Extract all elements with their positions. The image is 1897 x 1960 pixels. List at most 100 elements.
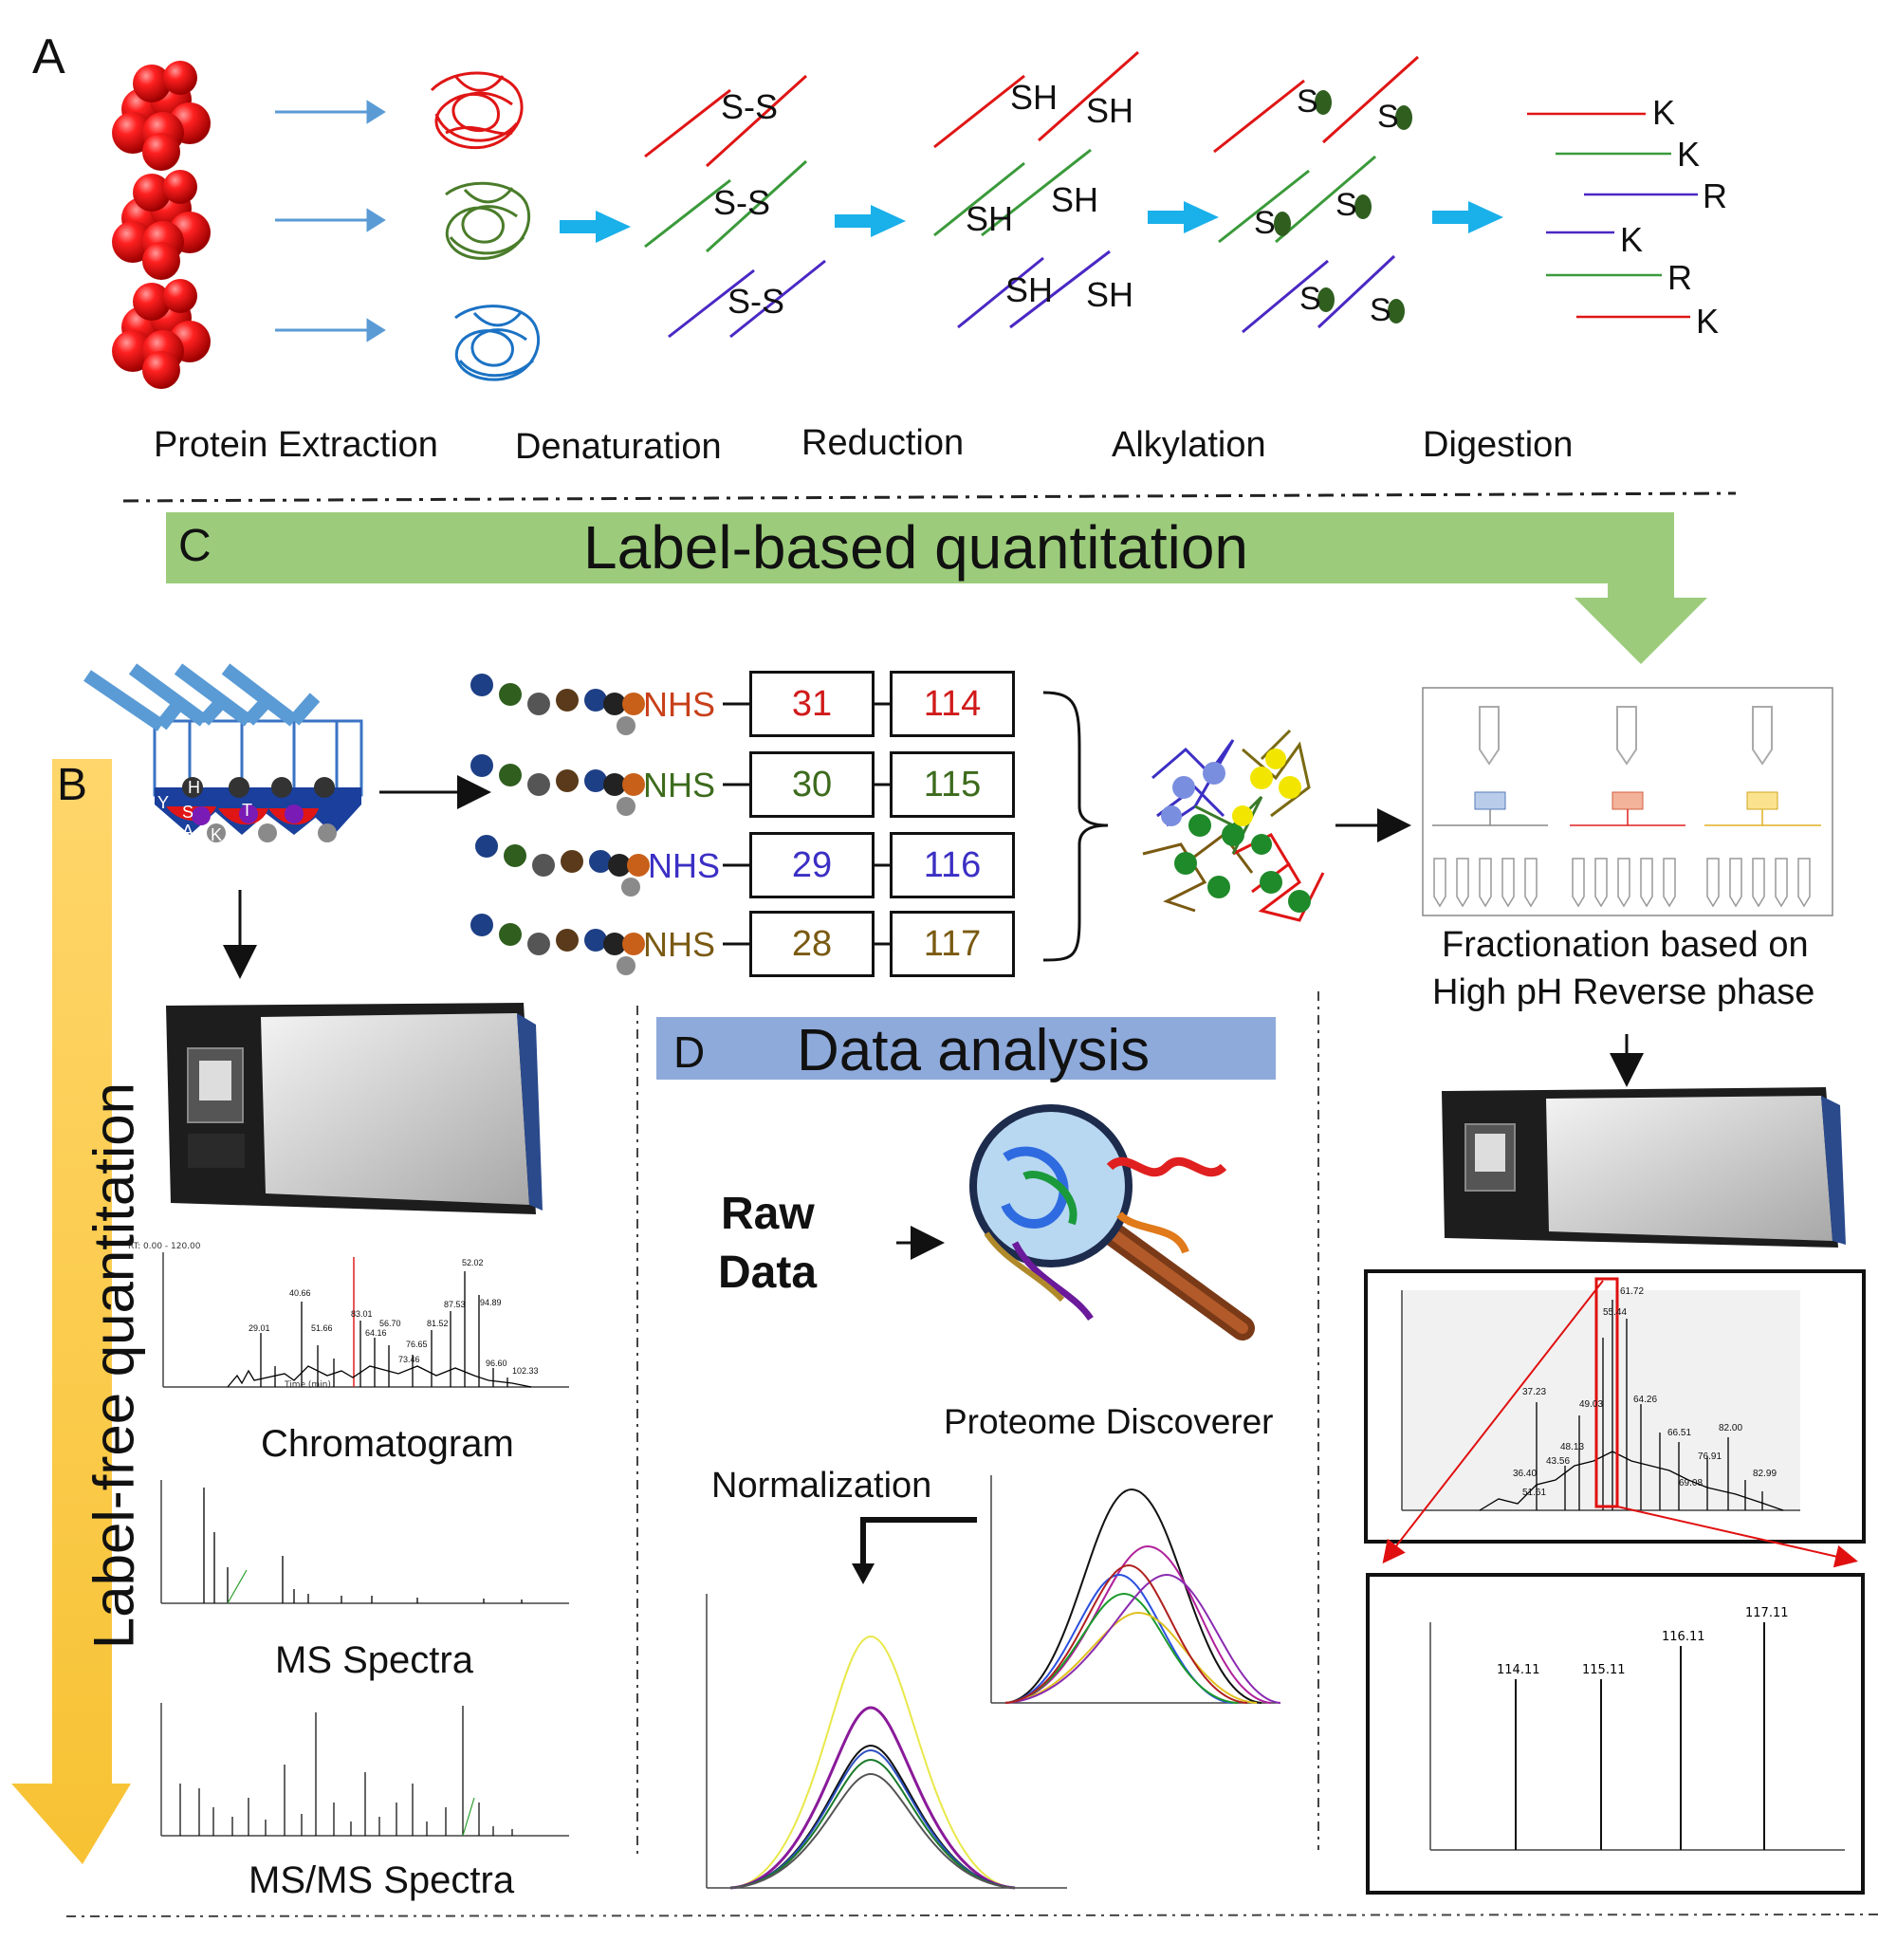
svg-text:RT: 0.00 - 120.00: RT: 0.00 - 120.00 bbox=[128, 1242, 201, 1251]
step-reduction: Reduction bbox=[801, 423, 965, 463]
alkyl-s-4: S bbox=[1335, 187, 1357, 223]
antibody-letter-k: K bbox=[211, 825, 223, 844]
peak-label: 73.46 bbox=[398, 1355, 420, 1364]
mass-box-115: 115 bbox=[890, 751, 1015, 818]
panel-a-letter: A bbox=[32, 29, 65, 84]
reporter-ion-label: 116.11 bbox=[1662, 1630, 1705, 1644]
ms-spectrum-left bbox=[160, 1480, 569, 1604]
peak-label: 82.99 bbox=[1753, 1469, 1777, 1479]
mass-value: 116 bbox=[923, 844, 982, 885]
thiol-label-2: SH bbox=[1086, 91, 1134, 130]
peak-label: 69.08 bbox=[1679, 1478, 1704, 1488]
peptides bbox=[1527, 112, 1698, 319]
unfolded-protein-green bbox=[445, 181, 531, 260]
label-based-banner-arrow bbox=[166, 512, 1707, 664]
peak-label: 51.61 bbox=[1522, 1488, 1547, 1498]
antibody-letter-t: T bbox=[242, 801, 252, 820]
alkyl-s-2: S bbox=[1377, 99, 1399, 135]
residue-2: K bbox=[1677, 135, 1701, 174]
reporter-value: 30 bbox=[791, 764, 833, 804]
process-arrows bbox=[560, 201, 1503, 243]
panel-c-letter: C bbox=[178, 521, 212, 571]
peak-label: 83.01 bbox=[351, 1309, 373, 1319]
mass-box-117: 117 bbox=[890, 911, 1015, 977]
fractionation-label-1: Fractionation based on bbox=[1442, 925, 1809, 965]
peak-label: 56.70 bbox=[379, 1319, 401, 1328]
peak-label: 76.91 bbox=[1698, 1452, 1722, 1462]
mass-value: 114 bbox=[923, 683, 982, 724]
panel-b-letter: B bbox=[57, 760, 88, 810]
peak-label: 36.40 bbox=[1513, 1469, 1538, 1479]
residue-6: K bbox=[1696, 302, 1720, 341]
proteome-discoverer-icon bbox=[969, 1104, 1255, 1341]
normalization-arrow bbox=[860, 1517, 977, 1565]
pooled-peptides bbox=[1142, 729, 1325, 922]
peak-label: 51.66 bbox=[311, 1323, 333, 1333]
reporter-box-28: 28 bbox=[749, 911, 875, 977]
peak-label: 61.72 bbox=[1620, 1286, 1645, 1297]
msms-spectrum-left bbox=[160, 1703, 569, 1837]
peak-label: 94.89 bbox=[480, 1298, 502, 1307]
denatured-pairs bbox=[644, 74, 826, 339]
proteome-discoverer-label: Proteome Discoverer bbox=[944, 1402, 1274, 1441]
alkyl-s-5: S bbox=[1299, 281, 1321, 317]
normalization-arrowhead bbox=[852, 1563, 875, 1584]
thiol-label-3: SH bbox=[966, 199, 1014, 238]
protein-blob-2 bbox=[112, 170, 211, 280]
step-protein-extraction: Protein Extraction bbox=[154, 425, 438, 465]
antibody-letter-s: S bbox=[182, 803, 194, 822]
reporter-value: 28 bbox=[791, 923, 833, 964]
chromatogram-right bbox=[1364, 1269, 1866, 1568]
reporter-ion-label: 114.11 bbox=[1497, 1663, 1540, 1677]
mass-spectrometer-right bbox=[1442, 1087, 1846, 1248]
nhs-label-4: NHS bbox=[643, 925, 716, 964]
fractionation-panel bbox=[1422, 687, 1833, 916]
disulfide-label-3: S-S bbox=[727, 282, 785, 321]
reporter-ion-label: 115.11 bbox=[1582, 1663, 1626, 1677]
distribution-plot-before bbox=[990, 1475, 1281, 1704]
msms-spectra-label: MS/MS Spectra bbox=[249, 1859, 515, 1901]
peak-label: 55.44 bbox=[1603, 1307, 1628, 1318]
peak-label: 81.52 bbox=[427, 1319, 449, 1328]
mass-box-116: 116 bbox=[890, 832, 1015, 898]
pooled-peptide-beads bbox=[1161, 749, 1311, 913]
peak-label: 52.02 bbox=[462, 1258, 484, 1267]
residue-1: K bbox=[1652, 93, 1676, 132]
svg-text:Time (min): Time (min) bbox=[284, 1380, 331, 1390]
normalization-label: Normalization bbox=[711, 1466, 932, 1506]
residue-4: K bbox=[1620, 220, 1644, 259]
chromatogram-left: RT: 0.00 - 120.00 Time (min) bbox=[128, 1241, 617, 1416]
thiol-label-1: SH bbox=[1010, 78, 1059, 117]
alkyl-s-3: S bbox=[1254, 205, 1276, 241]
peak-label: 49.03 bbox=[1579, 1399, 1604, 1410]
chromatogram-label: Chromatogram bbox=[261, 1423, 514, 1465]
mass-box-114: 114 bbox=[890, 671, 1015, 737]
nhs-label-2: NHS bbox=[643, 766, 716, 804]
peak-label: 82.00 bbox=[1719, 1423, 1743, 1433]
peak-label: 29.01 bbox=[249, 1323, 270, 1333]
step-digestion: Digestion bbox=[1423, 425, 1574, 465]
reporter-ion-spectrum bbox=[1366, 1573, 1865, 1895]
reporter-value: 29 bbox=[791, 844, 833, 885]
ms-spectra-label: MS Spectra bbox=[275, 1639, 473, 1681]
mass-value: 117 bbox=[923, 923, 982, 964]
protein-blob-3 bbox=[112, 279, 211, 389]
step-alkylation: Alkylation bbox=[1112, 425, 1266, 465]
peak-label: 66.51 bbox=[1667, 1428, 1692, 1438]
reporter-box-30: 30 bbox=[749, 751, 875, 818]
peak-label: 102.33 bbox=[512, 1366, 539, 1376]
antibody-array bbox=[83, 663, 363, 842]
mass-spectrometer-left bbox=[166, 1003, 543, 1214]
tmt-tag-chains bbox=[470, 674, 650, 975]
peak-label: 64.26 bbox=[1633, 1395, 1658, 1405]
reporter-ion-label: 117.11 bbox=[1745, 1606, 1789, 1620]
peak-label: 48.13 bbox=[1560, 1442, 1585, 1452]
disulfide-label-1: S-S bbox=[721, 87, 779, 126]
alkyl-s-6: S bbox=[1370, 292, 1391, 328]
antibody-letter-a: A bbox=[182, 822, 194, 841]
tmt-connectors bbox=[723, 702, 890, 946]
fractionation-label-2: High pH Reverse phase bbox=[1432, 972, 1815, 1012]
nhs-label-3: NHS bbox=[648, 846, 721, 885]
antibody-letter-y: Y bbox=[157, 793, 170, 812]
